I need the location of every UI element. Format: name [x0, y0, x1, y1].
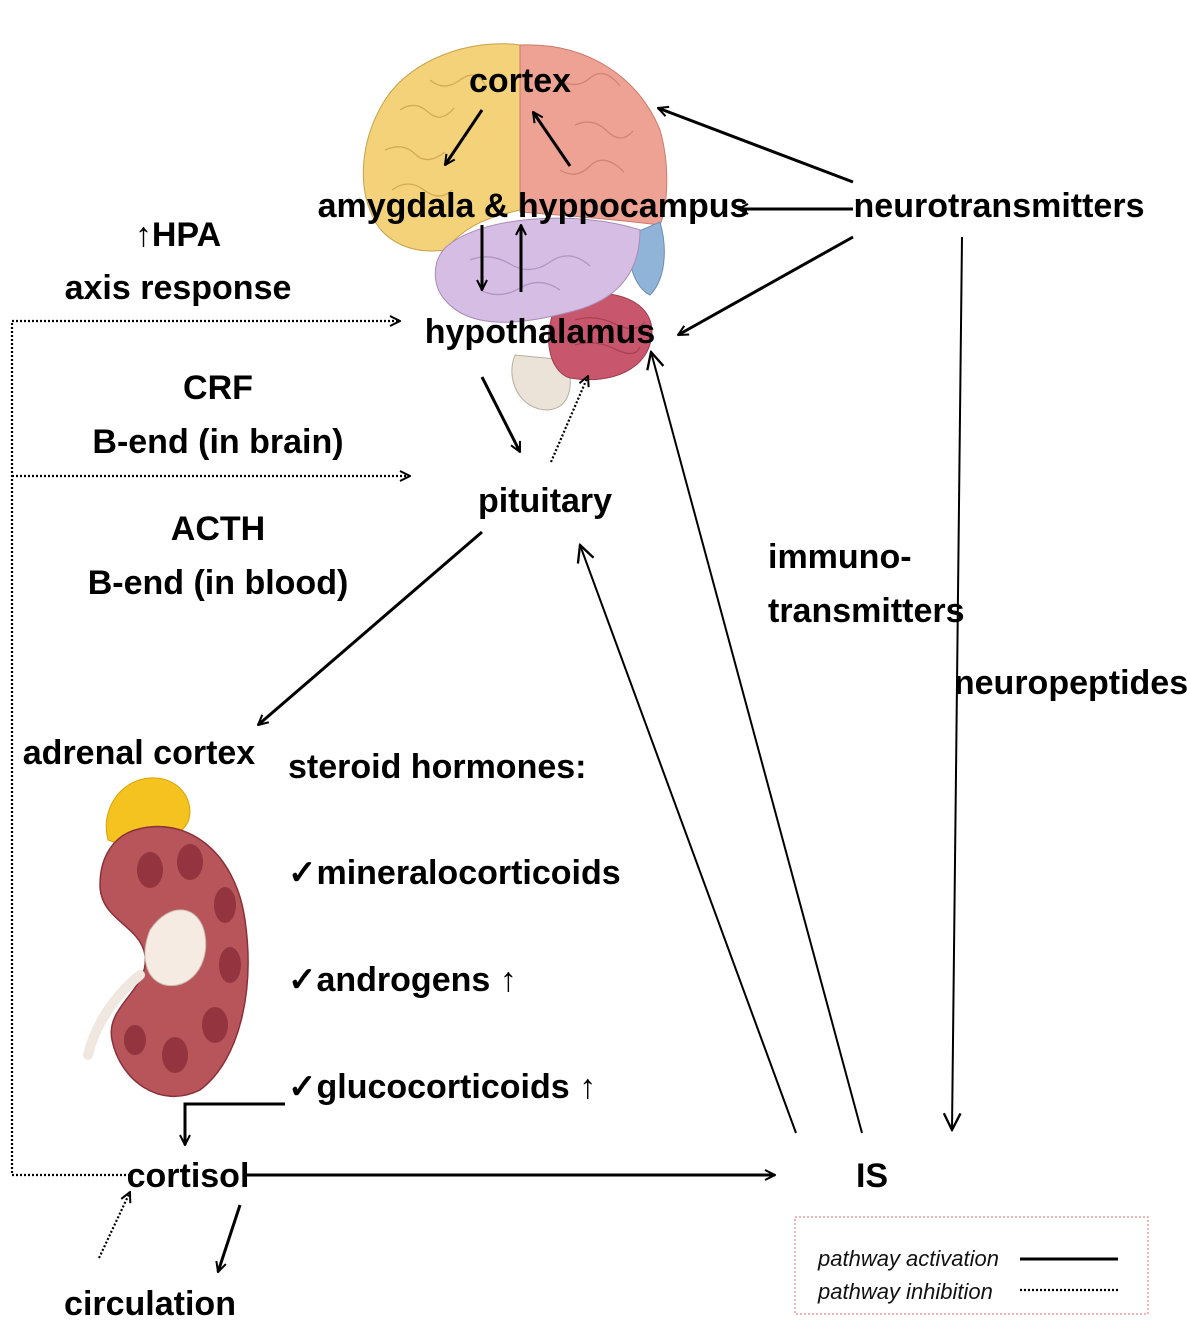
cortisol-label: cortisol: [127, 1157, 250, 1195]
transmitters-label: transmitters: [768, 592, 965, 630]
arrow-circulation-to-cortisol: [99, 1192, 130, 1258]
steroid-hormones-label: steroid hormones:: [288, 748, 586, 786]
legend-inhibition-label: pathway inhibition: [817, 1279, 993, 1304]
cortex-label: cortex: [469, 62, 571, 100]
hpa-label: ↑HPA: [135, 216, 221, 254]
kidney-illustration: [88, 778, 248, 1096]
arrow-is-to-pituitary: [580, 545, 796, 1133]
arrow-neurotransmitters-to-cortex: [658, 108, 853, 182]
arrow-neurotransmitters-to-hypothalamus: [678, 237, 853, 335]
neuropeptides-label: neuropeptides: [954, 664, 1187, 702]
circulation-label: circulation: [64, 1285, 236, 1322]
glucocorticoids-label: ✓glucocorticoids ↑: [288, 1068, 596, 1106]
inhibition-arrows: [12, 321, 588, 1258]
immuno-label: immuno-: [768, 538, 912, 576]
crf-label: CRF: [183, 369, 253, 407]
arrow-cortisol-to-circulation: [218, 1205, 240, 1272]
long-arrows: [580, 237, 962, 1133]
amygdala-hyppocampus-label: amygdala & hyppocampus: [318, 187, 749, 225]
hypothalamus-label: hypothalamus: [425, 313, 655, 351]
mineralocorticoids-label: ✓mineralocorticoids: [288, 854, 621, 892]
legend: pathway activation pathway inhibition: [795, 1217, 1148, 1314]
neurotransmitters-label: neurotransmitters: [854, 187, 1145, 225]
arrow-pituitary-to-adrenal: [258, 532, 482, 725]
axis-response-label: axis response: [65, 269, 292, 307]
arrow-is-to-hypothalamus: [651, 352, 862, 1133]
arrow-glucocorticoids-to-cortisol: [185, 1104, 285, 1145]
b-end-blood-label: B-end (in blood): [88, 564, 349, 602]
androgens-label: ✓androgens ↑: [288, 961, 517, 999]
pituitary-label: pituitary: [478, 482, 612, 520]
is-label: IS: [856, 1157, 888, 1195]
acth-label: ACTH: [171, 510, 265, 548]
legend-activation-label: pathway activation: [817, 1246, 999, 1271]
arrow-hypothalamus-to-pituitary: [482, 377, 520, 452]
adrenal-cortex-label: adrenal cortex: [23, 734, 256, 772]
b-end-brain-label: B-end (in brain): [92, 423, 343, 461]
